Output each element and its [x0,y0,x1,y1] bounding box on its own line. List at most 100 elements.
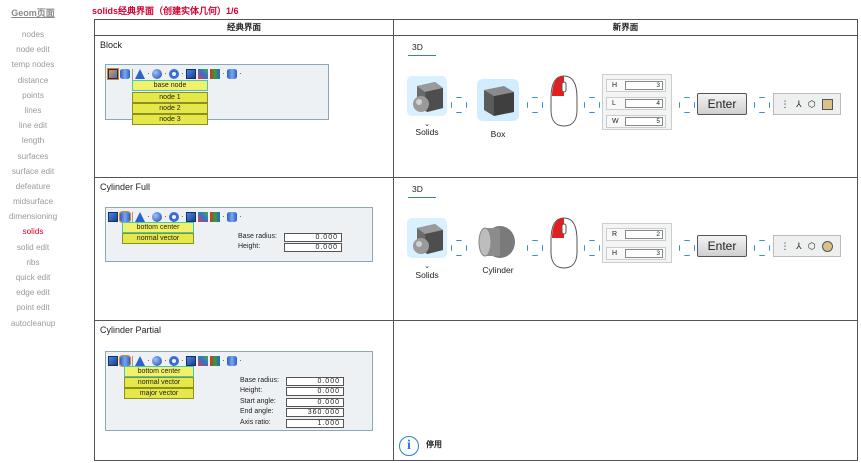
sidebar-item-line-edit[interactable]: line edit [18,121,48,131]
dropdown-icon[interactable]: · [222,69,225,78]
cube-outline-icon[interactable]: ⬡ [808,240,816,251]
sidebar-item-surfaces[interactable]: surfaces [17,151,49,161]
cylinder-icon[interactable] [119,211,131,223]
sidebar-item-solids[interactable]: solids [22,227,44,237]
width-input[interactable]: 5 [625,117,663,126]
height-input[interactable]: 0.000 [286,387,344,396]
sidebar-item-length[interactable]: length [21,136,45,146]
dropdown-icon[interactable]: · [181,69,184,78]
cone-icon[interactable] [135,356,145,366]
block-icon[interactable] [107,68,119,80]
solid-square-icon[interactable] [822,98,834,110]
sidebar-item-nodes[interactable]: nodes [21,30,45,39]
cube-outline-icon[interactable]: ⬡ [808,98,816,109]
sidebar-item-node-edit[interactable]: node edit [16,45,50,55]
dropdown-icon[interactable]: · [222,212,225,221]
cylinder-icon[interactable] [119,355,131,367]
dropdown-icon[interactable]: · [239,356,242,365]
torus-icon[interactable] [169,69,179,79]
block-icon[interactable] [108,356,118,366]
cone-icon[interactable] [135,69,145,79]
sidebar-item-lines[interactable]: lines [24,105,42,115]
dropdown-icon[interactable]: · [164,212,167,221]
tab-3d[interactable]: 3D [408,42,436,56]
surface-to-solid-icon[interactable] [198,69,208,79]
row-cylinder-partial-new: i 停用 [394,321,857,460]
block-icon[interactable] [108,212,118,222]
radius-input[interactable]: 2 [625,230,663,239]
end-angle-input[interactable]: 360.000 [286,408,344,417]
rgb-cube-icon[interactable] [210,69,220,79]
surface-to-solid-icon[interactable] [198,212,208,222]
sidebar-item-autocleanup[interactable]: autocleanup [10,318,56,328]
node-2-button[interactable]: node 2 [132,103,208,114]
axis-icon[interactable]: ⅄ [796,240,802,251]
sidebar-item-edge-edit[interactable]: edge edit [16,288,50,298]
base-radius-input[interactable]: 0.000 [286,377,344,386]
axis-ratio-input[interactable]: 1.000 [286,419,344,428]
rgb-cube-icon[interactable] [210,212,220,222]
cylinder-icon[interactable] [476,220,520,264]
sidebar-item-distance[interactable]: distance [17,75,49,85]
solid-cube-icon[interactable] [186,212,196,222]
solid-cube-icon[interactable] [186,69,196,79]
sidebar-item-ribs[interactable]: ribs [26,257,40,267]
dropdown-icon[interactable]: · [147,212,150,221]
length-input[interactable]: 4 [625,99,663,108]
solid-cylinder-icon[interactable] [227,212,237,222]
axis-icon[interactable]: ⅄ [796,98,802,109]
sidebar-item-solid-edit[interactable]: solid edit [16,242,50,252]
base-radius-input[interactable]: 0.000 [284,233,342,242]
bottom-center-button[interactable]: bottom center [124,366,194,377]
normal-vector-button[interactable]: normal vector [122,233,194,244]
rgb-cube-icon[interactable] [210,356,220,366]
solid-cube-icon[interactable] [186,356,196,366]
solid-cylinder-icon[interactable] [227,356,237,366]
solids-icon[interactable] [405,216,449,260]
chevron-down-icon[interactable]: ⌄ [424,263,430,270]
sidebar-item-midsurface[interactable]: midsurface [12,197,54,207]
surface-to-solid-icon[interactable] [198,356,208,366]
sphere-icon[interactable] [152,212,162,222]
sidebar-home-link[interactable]: Geom页面 [11,8,55,18]
sidebar-item-defeature[interactable]: defeature [15,181,51,191]
dropdown-icon[interactable]: · [164,356,167,365]
solid-circle-icon[interactable] [822,240,834,252]
dropdown-icon[interactable]: · [147,69,150,78]
sphere-icon[interactable] [152,69,162,79]
normal-vector-button[interactable]: normal vector [124,377,194,388]
node-3-button[interactable]: node 3 [132,114,208,125]
torus-icon[interactable] [169,212,179,222]
dropdown-icon[interactable]: · [222,356,225,365]
cone-icon[interactable] [135,212,145,222]
dropdown-icon[interactable]: · [147,356,150,365]
box-icon[interactable] [476,78,520,122]
dropdown-icon[interactable]: · [239,69,242,78]
dropdown-icon[interactable]: · [239,212,242,221]
sphere-icon[interactable] [152,356,162,366]
start-angle-input[interactable]: 0.000 [286,398,344,407]
torus-icon[interactable] [169,356,179,366]
height-input[interactable]: 3 [625,81,663,90]
chevron-down-icon[interactable]: ⌄ [424,121,430,128]
sidebar-item-points[interactable]: points [22,90,44,100]
dropdown-icon[interactable]: · [181,212,184,221]
sidebar-item-point-edit[interactable]: point edit [16,303,50,313]
node-1-button[interactable]: node 1 [132,92,208,103]
dropdown-icon[interactable]: · [164,69,167,78]
height-input[interactable]: 0.000 [284,243,342,252]
sidebar-item-surface-edit[interactable]: surface edit [11,166,55,176]
major-vector-button[interactable]: major vector [124,388,194,399]
tab-3d[interactable]: 3D [408,184,436,198]
solid-cylinder-icon[interactable] [227,69,237,79]
dropdown-icon[interactable]: · [181,356,184,365]
sidebar-item-temp-nodes[interactable]: temp nodes [11,60,55,70]
bottom-center-button[interactable]: bottom center [122,222,194,233]
cylinder-icon[interactable] [120,69,130,79]
sidebar-item-dimensioning[interactable]: dimensioning [8,212,58,222]
solids-icon[interactable] [405,74,449,118]
height-input[interactable]: 3 [625,249,663,258]
base-node-button[interactable]: base node [132,80,208,91]
sidebar-item-quick-edit[interactable]: quick edit [15,273,51,282]
